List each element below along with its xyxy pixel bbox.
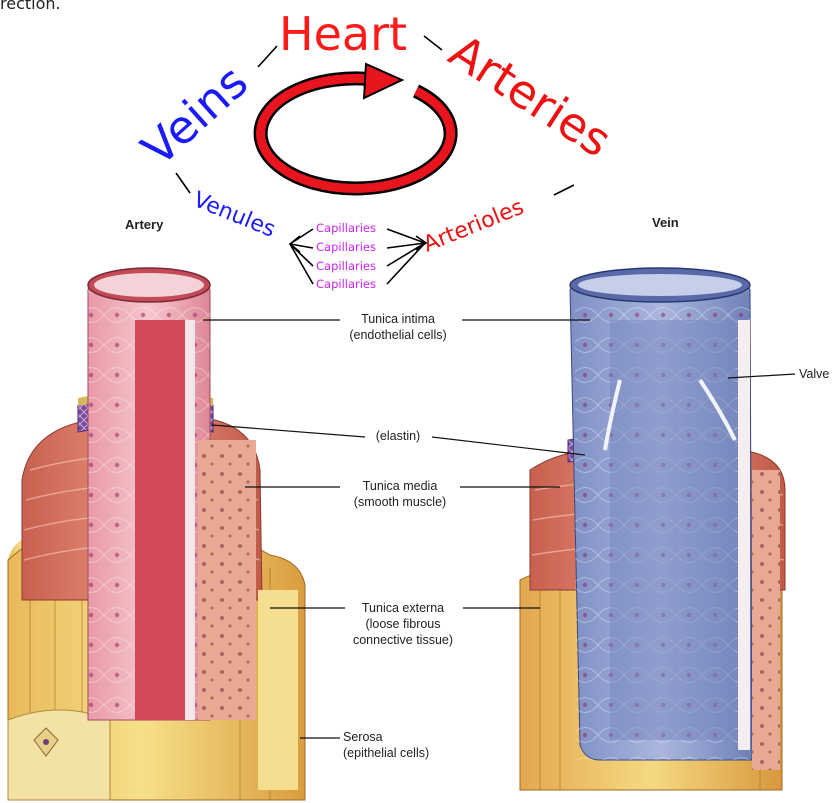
valve-label: Valve xyxy=(799,367,829,381)
tunica-externa-sublabel-2: connective tissue) xyxy=(353,633,453,647)
vein-title: Vein xyxy=(652,215,679,230)
capillaries-label-4: Capillaries xyxy=(316,277,376,291)
arterioles-label: Arterioles xyxy=(420,195,528,258)
venules-label: Venules xyxy=(190,187,279,242)
venules-arrowhead-icon xyxy=(288,235,301,253)
circular-arrowhead-icon xyxy=(362,62,405,100)
serosa-sublabel: (epithelial cells) xyxy=(343,746,429,760)
capillaries-label-3: Capillaries xyxy=(316,259,376,273)
label-leader-lines xyxy=(203,319,796,739)
veins-label: Veins xyxy=(131,54,258,176)
artery-illustration xyxy=(7,267,306,801)
vein-illustration xyxy=(519,267,786,791)
heart-label: Heart xyxy=(279,7,407,61)
circular-arrow xyxy=(256,73,456,193)
tunica-intima-sublabel: (endothelial cells) xyxy=(349,328,446,342)
arterioles-arrowhead-icon xyxy=(415,235,428,251)
circulation-cycle: Heart Arteries Veins Venules Arterioles … xyxy=(131,7,621,291)
tunica-externa-sublabel-1: (loose fibrous xyxy=(365,617,440,631)
tunica-intima-label: Tunica intima xyxy=(361,312,435,326)
capillaries-label-2: Capillaries xyxy=(316,240,376,254)
elastin-label: (elastin) xyxy=(376,429,420,443)
capillaries-label-1: Capillaries xyxy=(316,221,376,235)
layer-labels: Tunica intima (endothelial cells) (elast… xyxy=(203,312,829,760)
serosa-label: Serosa xyxy=(343,730,383,744)
tunica-externa-label: Tunica externa xyxy=(362,601,444,615)
arteries-label: Arteries xyxy=(440,24,621,168)
artery-title: Artery xyxy=(125,217,164,232)
caption-fragment: rection. xyxy=(0,0,61,13)
tunica-media-label: Tunica media xyxy=(363,479,438,493)
tunica-media-sublabel: (smooth muscle) xyxy=(354,495,446,509)
